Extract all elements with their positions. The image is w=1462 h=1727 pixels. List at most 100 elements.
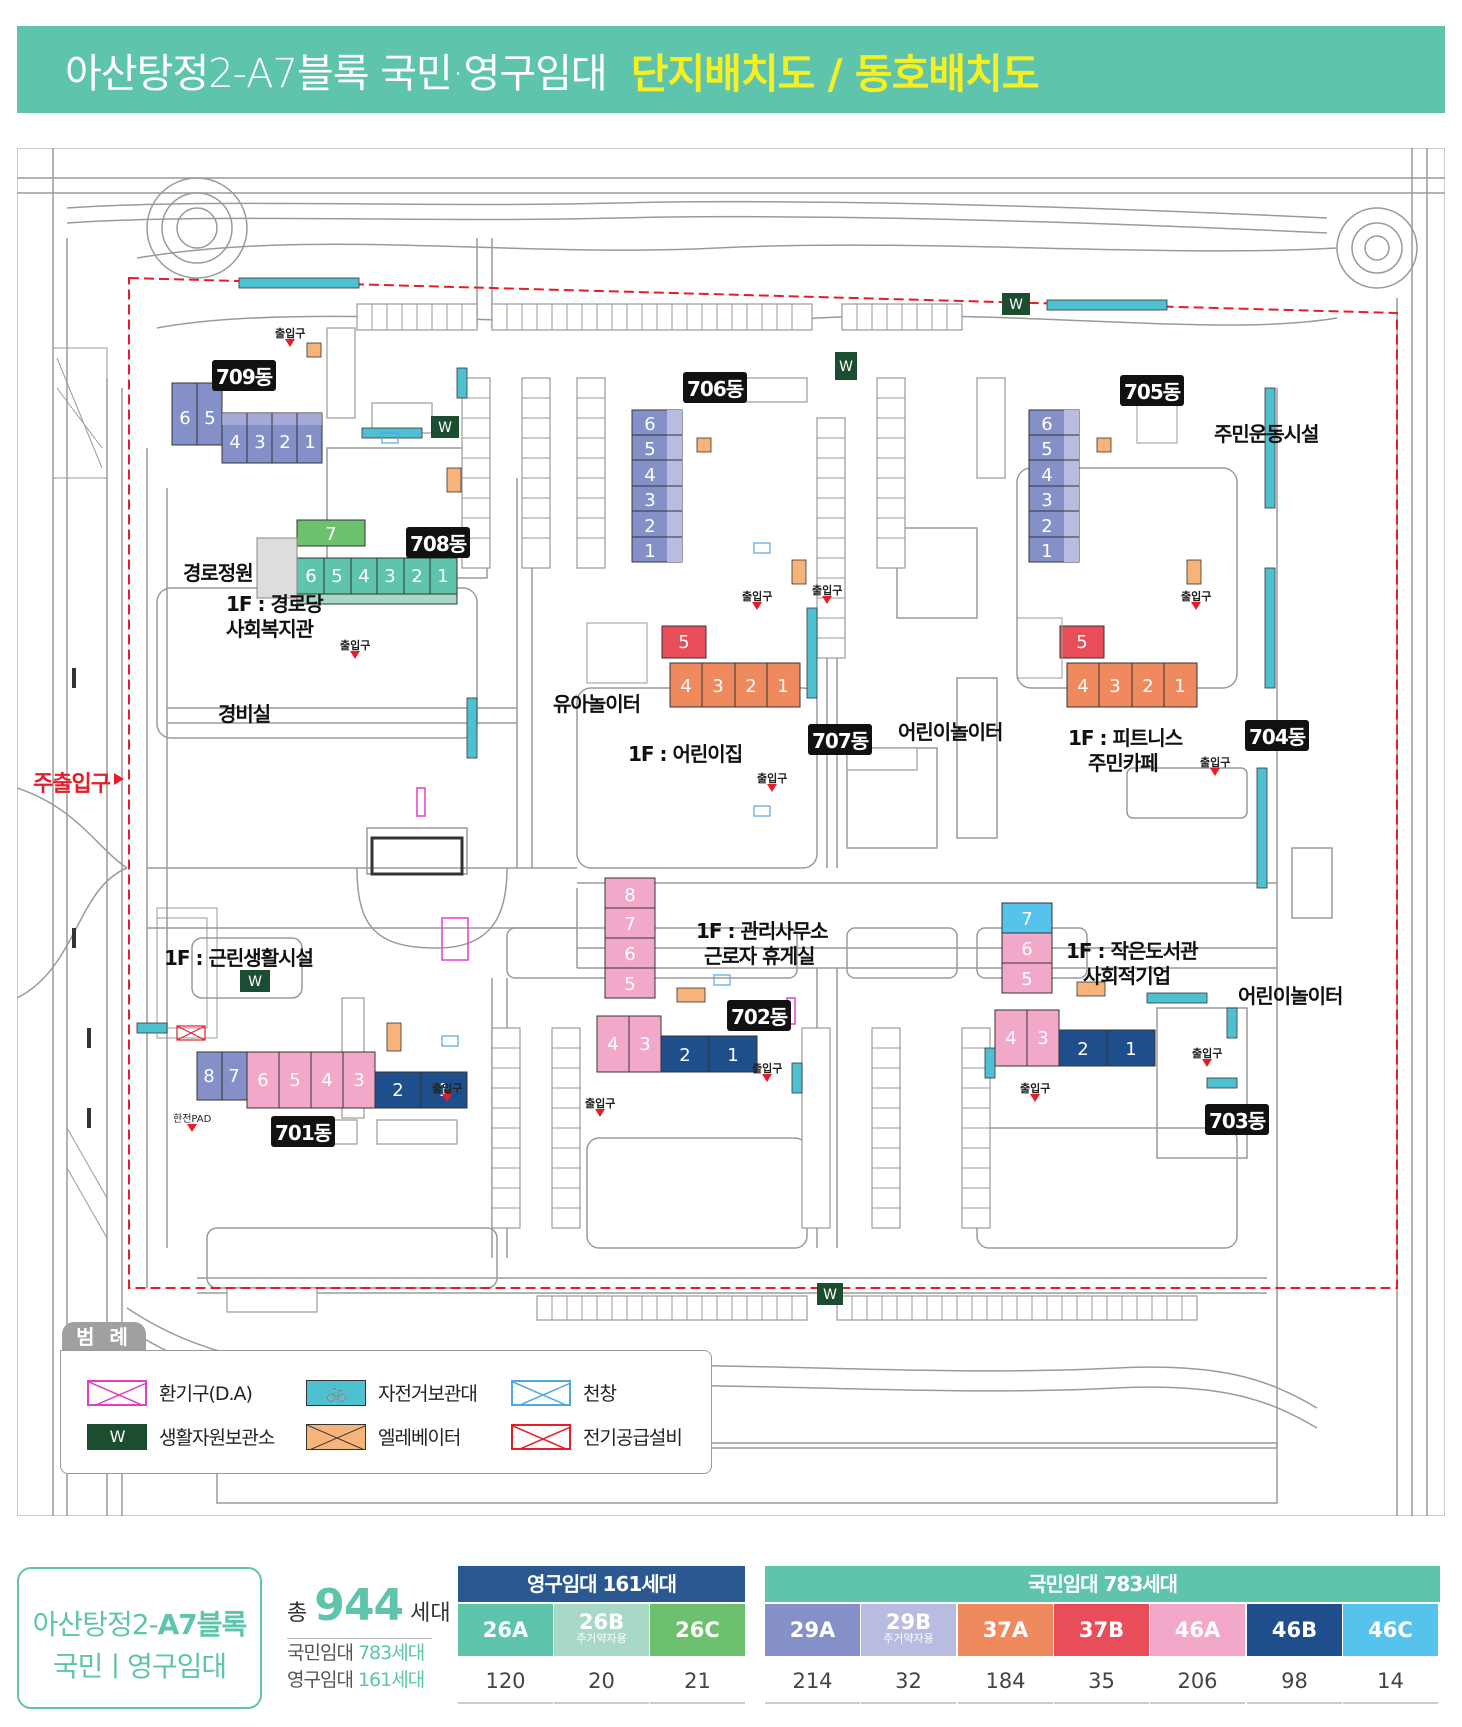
svg-text:1: 1: [1174, 676, 1185, 697]
svg-text:3: 3: [254, 432, 265, 453]
svg-text:2: 2: [679, 1045, 690, 1066]
complex-name-box: 아산탕정2-A7블록 국민ㅣ영구임대: [17, 1567, 262, 1709]
dong-706: 706동: [683, 372, 748, 403]
svg-text:3: 3: [639, 1034, 650, 1055]
svg-text:6: 6: [257, 1070, 268, 1091]
svg-text:4: 4: [644, 465, 655, 486]
label-sports: 주민운동시설: [1214, 422, 1319, 446]
type-count-46c: 14: [1343, 1660, 1438, 1704]
label-fitness: 1F : 피트니스: [1068, 726, 1183, 750]
legend-electric: 전기공급설비: [511, 1423, 683, 1450]
svg-text:4: 4: [607, 1034, 618, 1055]
dong-702: 702동: [727, 1000, 792, 1031]
type-count-46a: 206: [1150, 1660, 1245, 1704]
label-rest: 근로자 휴게실: [704, 944, 815, 968]
building-706: 654 321: [631, 409, 683, 563]
dong-704: 704동: [1245, 720, 1310, 751]
type-header-46b: 46B: [1247, 1604, 1342, 1656]
type-count-26a: 120: [458, 1660, 553, 1704]
legend-recycle: W 생활자원보관소: [87, 1423, 275, 1450]
svg-text:5: 5: [1021, 969, 1032, 990]
svg-text:1: 1: [777, 676, 788, 697]
svg-text:W: W: [438, 420, 452, 436]
dong-707: 707동: [808, 724, 873, 755]
svg-text:W: W: [248, 974, 262, 990]
page-subtitle: 단지배치도 / 동호배치도: [630, 49, 1040, 98]
sub-totals: 국민임대 783세대 영구임대 161세대: [287, 1642, 425, 1691]
entrance-701: 출입구: [432, 1082, 463, 1102]
svg-text:7: 7: [228, 1066, 239, 1087]
svg-text:2: 2: [745, 676, 756, 697]
label-cafe: 주민카페: [1088, 751, 1159, 775]
type-count-29b: 32: [861, 1660, 956, 1704]
building-705: 654 321: [1028, 409, 1080, 563]
label-infant-play: 유아놀이터: [553, 692, 641, 716]
svg-text:2: 2: [644, 516, 655, 537]
dong-709: 709동: [212, 360, 277, 391]
svg-text:7: 7: [624, 914, 635, 935]
entrance-704: 출입구: [1200, 756, 1231, 776]
svg-text:3: 3: [1041, 490, 1052, 511]
label-kids-play-2: 어린이놀이터: [1238, 984, 1343, 1008]
svg-text:3: 3: [712, 676, 723, 697]
svg-text:W: W: [839, 359, 853, 375]
type-count-37b: 35: [1054, 1660, 1149, 1704]
entrance-707b: 출입구: [757, 772, 788, 792]
entrance-709: 출입구: [275, 327, 306, 347]
entrance-702b: 출입구: [752, 1062, 783, 1082]
svg-text:5: 5: [678, 632, 689, 653]
page-title: 아산탕정2-A7블록 국민·영구임대: [65, 50, 608, 97]
label-shops: 1F : 근린생활시설: [164, 946, 314, 970]
main-entrance-label: 주출입구: [33, 766, 124, 798]
w-icon: W: [87, 1423, 147, 1450]
svg-text:5: 5: [644, 439, 655, 460]
svg-text:4: 4: [1005, 1028, 1016, 1049]
legend: 환기구(D.A) 🚲 자전거보관대 천창 W 생활자원보관소 엘레베이터 전기공…: [60, 1350, 712, 1474]
type-header-46a: 46A: [1150, 1604, 1245, 1656]
svg-text:5: 5: [204, 408, 215, 429]
svg-text:3: 3: [1109, 676, 1120, 697]
label-guard: 경비실: [218, 702, 271, 726]
dong-701: 701동: [271, 1116, 336, 1147]
svg-text:5: 5: [331, 566, 342, 587]
legend-skylight: 천창: [511, 1379, 617, 1406]
entrance-703b: 출입구: [1192, 1047, 1223, 1067]
entrance-707a: 출입구: [742, 590, 773, 610]
label-social: 사회적기업: [1083, 964, 1171, 988]
svg-text:4: 4: [680, 676, 691, 697]
svg-text:1: 1: [644, 541, 655, 562]
type-count-29a: 214: [765, 1660, 860, 1704]
svg-text:5: 5: [624, 974, 635, 995]
svg-text:6: 6: [179, 408, 190, 429]
svg-text:4: 4: [1077, 676, 1088, 697]
svg-text:1: 1: [1125, 1039, 1136, 1060]
legend-vent: 환기구(D.A): [87, 1379, 253, 1406]
legend-elevator: 엘레베이터: [306, 1423, 461, 1450]
label-kids-play-1: 어린이놀이터: [898, 720, 1003, 744]
label-pad: 한전PAD: [173, 1110, 211, 1132]
svg-text:2: 2: [1142, 676, 1153, 697]
legend-bike: 🚲 자전거보관대: [306, 1379, 478, 1406]
svg-text:2: 2: [1041, 516, 1052, 537]
header-banner: 아산탕정2-A7블록 국민·영구임대 단지배치도 / 동호배치도: [17, 26, 1445, 113]
type-header-26a: 26A: [458, 1604, 553, 1656]
svg-text:3: 3: [1037, 1028, 1048, 1049]
entrance-702a: 출입구: [585, 1097, 616, 1117]
svg-text:2: 2: [279, 432, 290, 453]
svg-text:1: 1: [304, 432, 315, 453]
label-library: 1F : 작은도서관: [1066, 939, 1199, 963]
svg-text:4: 4: [229, 432, 240, 453]
type-header-26c: 26C: [650, 1604, 745, 1656]
svg-text:8: 8: [624, 885, 635, 906]
svg-text:W: W: [1009, 297, 1023, 313]
svg-text:5: 5: [1041, 439, 1052, 460]
svg-text:3: 3: [644, 490, 655, 511]
type-header-37b: 37B: [1054, 1604, 1149, 1656]
